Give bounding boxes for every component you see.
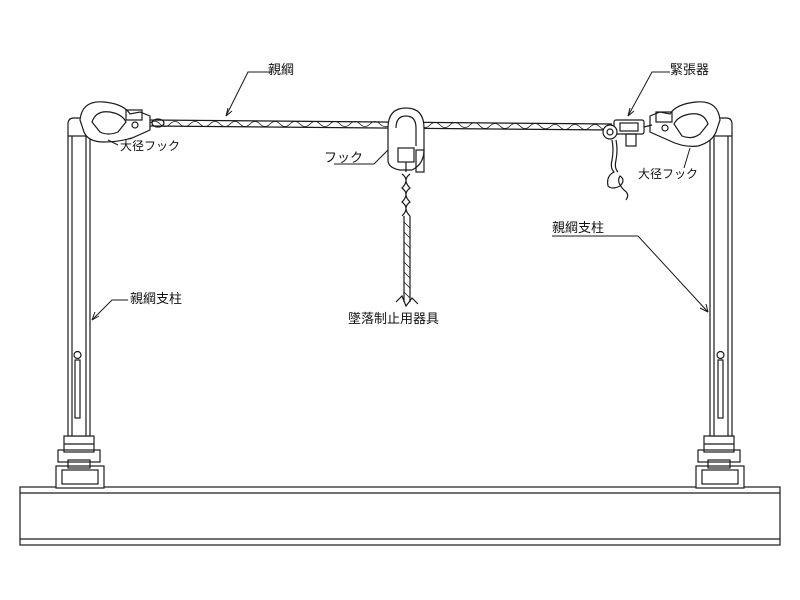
label-fall-arrest: 墜落制止用器具 (348, 312, 440, 327)
right-large-hook (649, 101, 721, 147)
steel-beam (19, 486, 781, 546)
main-rope (127, 116, 613, 132)
label-large-hook-left: 大径フック (120, 139, 181, 153)
label-hook: フック (324, 151, 364, 166)
center-hook (387, 107, 425, 173)
lanyard (395, 173, 419, 308)
label-large-hook-right: 大径フック (638, 167, 699, 181)
label-post-left: 親綱支柱 (130, 292, 183, 307)
left-post (55, 117, 105, 489)
left-large-hook (79, 101, 151, 143)
leader-lines (91, 71, 709, 321)
label-tensioner: 緊張器 (670, 63, 710, 78)
tensioner (602, 119, 653, 201)
label-post-right: 親綱支柱 (552, 221, 605, 236)
label-main-rope: 親綱 (268, 63, 295, 78)
right-post (695, 117, 745, 489)
